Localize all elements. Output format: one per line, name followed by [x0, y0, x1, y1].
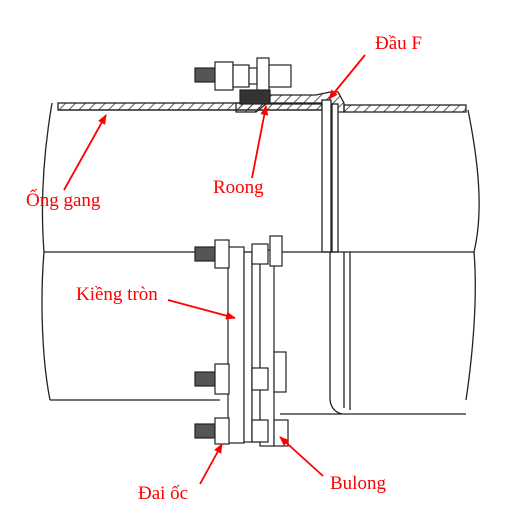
- upper-pipe: [41, 102, 480, 253]
- arrow-ong-gang: [63, 114, 107, 191]
- bolt-upper-lower-flange: [194, 239, 269, 269]
- label-dau-f: Đầu F: [375, 33, 422, 54]
- bolt-middle-lower-flange: [194, 363, 269, 395]
- arrow-kieng-tron: [167, 299, 236, 320]
- label-kieng-tron: Kiềng tròn: [76, 284, 158, 305]
- label-ong-gang: Ống gang: [26, 190, 101, 211]
- arrow-roong: [251, 105, 269, 179]
- callout-arrows: [63, 54, 366, 485]
- arrow-dau-f: [328, 54, 366, 100]
- f-end-collar: [235, 91, 345, 253]
- top-bolt-assembly: [194, 57, 292, 105]
- label-dai-oc: Đai ốc: [138, 483, 189, 504]
- label-roong: Roong: [213, 177, 264, 198]
- bolt-bottom-lower-flange: [194, 417, 269, 445]
- arrow-dai-oc: [199, 443, 223, 485]
- arrow-bulong: [279, 436, 324, 477]
- label-bulong: Bulong: [330, 473, 386, 494]
- lower-flange-assembly: [227, 235, 289, 447]
